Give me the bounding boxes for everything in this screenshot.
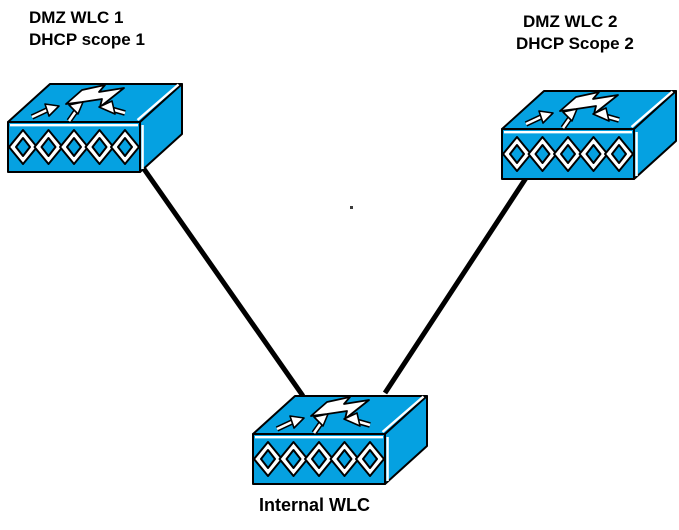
stray-dot-artifact xyxy=(350,206,353,209)
label-dmz-wlc-2: DMZ WLC 2 DHCP Scope 2 xyxy=(516,11,634,55)
device-name: DMZ WLC 2 xyxy=(523,12,618,31)
label-internal-wlc: Internal WLC xyxy=(259,494,370,516)
device-dhcp-scope: DHCP Scope 2 xyxy=(516,34,634,53)
device-dmz-wlc-2 xyxy=(500,89,678,181)
wlc-device-icon xyxy=(6,82,184,174)
device-name: Internal WLC xyxy=(259,495,370,515)
wlc-device-icon xyxy=(251,394,429,486)
device-internal-wlc xyxy=(251,394,429,486)
label-dmz-wlc-1: DMZ WLC 1 DHCP scope 1 xyxy=(29,7,145,51)
link-internal-to-dmz1 xyxy=(141,167,306,398)
wlc-device-icon xyxy=(500,89,678,181)
device-name: DMZ WLC 1 xyxy=(29,8,124,27)
device-dhcp-scope: DHCP scope 1 xyxy=(29,30,145,49)
device-dmz-wlc-1 xyxy=(6,82,184,174)
link-internal-to-dmz2 xyxy=(382,176,529,395)
